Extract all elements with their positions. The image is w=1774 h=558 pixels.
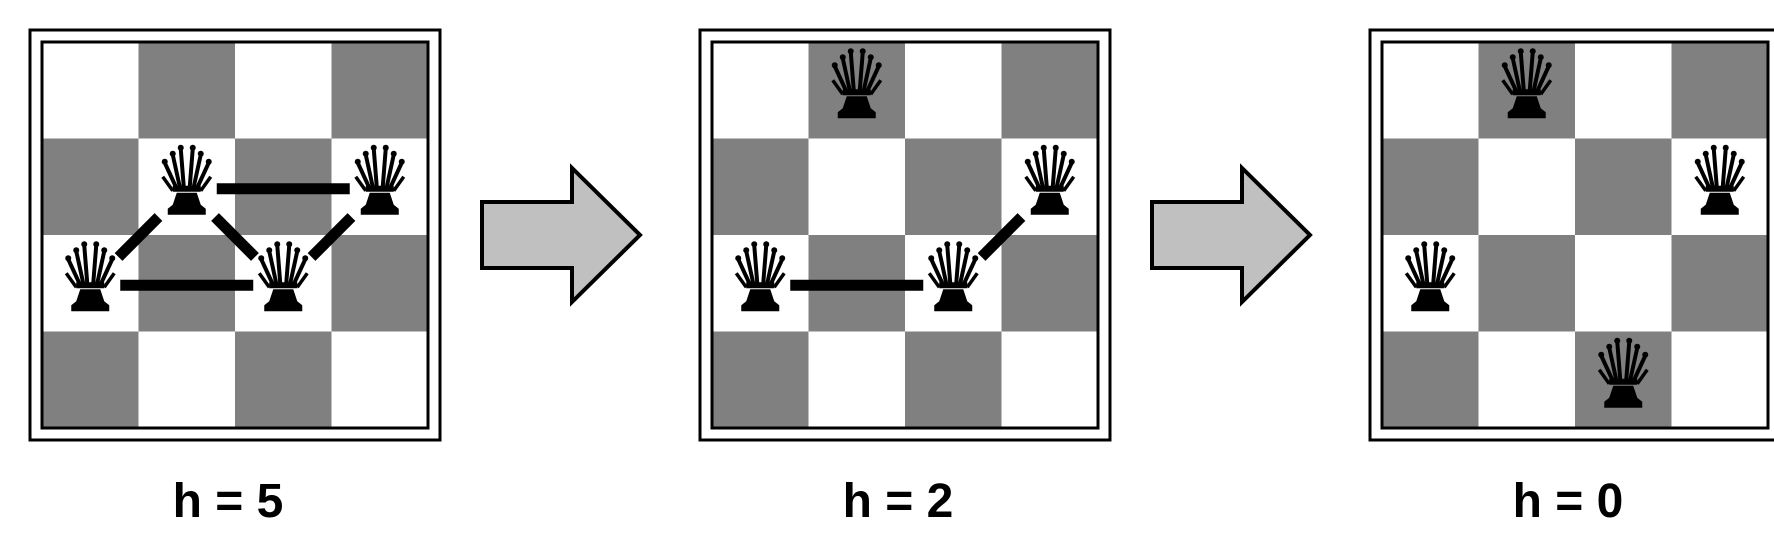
board-square — [331, 331, 428, 428]
board-square — [331, 42, 428, 139]
board-1-heuristic-label: h = 5 — [172, 475, 284, 528]
board-inner-frame — [710, 40, 1100, 430]
board-square — [905, 42, 1002, 139]
board-square — [1575, 235, 1672, 332]
board-square — [1575, 138, 1672, 235]
board-square — [331, 235, 428, 332]
board-square — [1671, 331, 1768, 428]
board-2 — [698, 28, 1112, 442]
board-square — [42, 138, 139, 235]
board-square — [1478, 138, 1575, 235]
board-square — [1478, 235, 1575, 332]
board-square — [1001, 42, 1098, 139]
board-square — [712, 331, 809, 428]
board-square — [1575, 42, 1672, 139]
board-square — [138, 331, 235, 428]
board-square — [1478, 331, 1575, 428]
conflict-line — [114, 213, 163, 261]
board-square — [235, 331, 332, 428]
board-square — [1382, 138, 1479, 235]
board-square — [1001, 235, 1098, 332]
board-inner-frame — [1380, 40, 1770, 430]
board-square — [712, 42, 809, 139]
board-2-heuristic-label: h = 2 — [842, 475, 954, 528]
board-square — [1001, 331, 1098, 428]
conflict-line — [977, 213, 1026, 261]
board-3-heuristic-label: h = 0 — [1512, 475, 1624, 528]
conflict-line — [307, 213, 356, 261]
board-square — [1671, 235, 1768, 332]
board-square — [905, 331, 1002, 428]
board-square — [138, 42, 235, 139]
board-square — [808, 331, 905, 428]
board-3 — [1368, 28, 1774, 442]
right-arrow-icon — [1150, 163, 1313, 307]
board-square — [1382, 331, 1479, 428]
board-square — [808, 138, 905, 235]
board-square — [712, 138, 809, 235]
board-inner-frame — [40, 40, 430, 430]
board-square — [235, 42, 332, 139]
board-square — [1671, 42, 1768, 139]
board-square — [42, 331, 139, 428]
board-1 — [28, 28, 442, 442]
right-arrow-icon — [480, 163, 643, 307]
board-square — [1382, 42, 1479, 139]
conflict-line — [211, 213, 259, 261]
board-square — [905, 138, 1002, 235]
board-square — [42, 42, 139, 139]
